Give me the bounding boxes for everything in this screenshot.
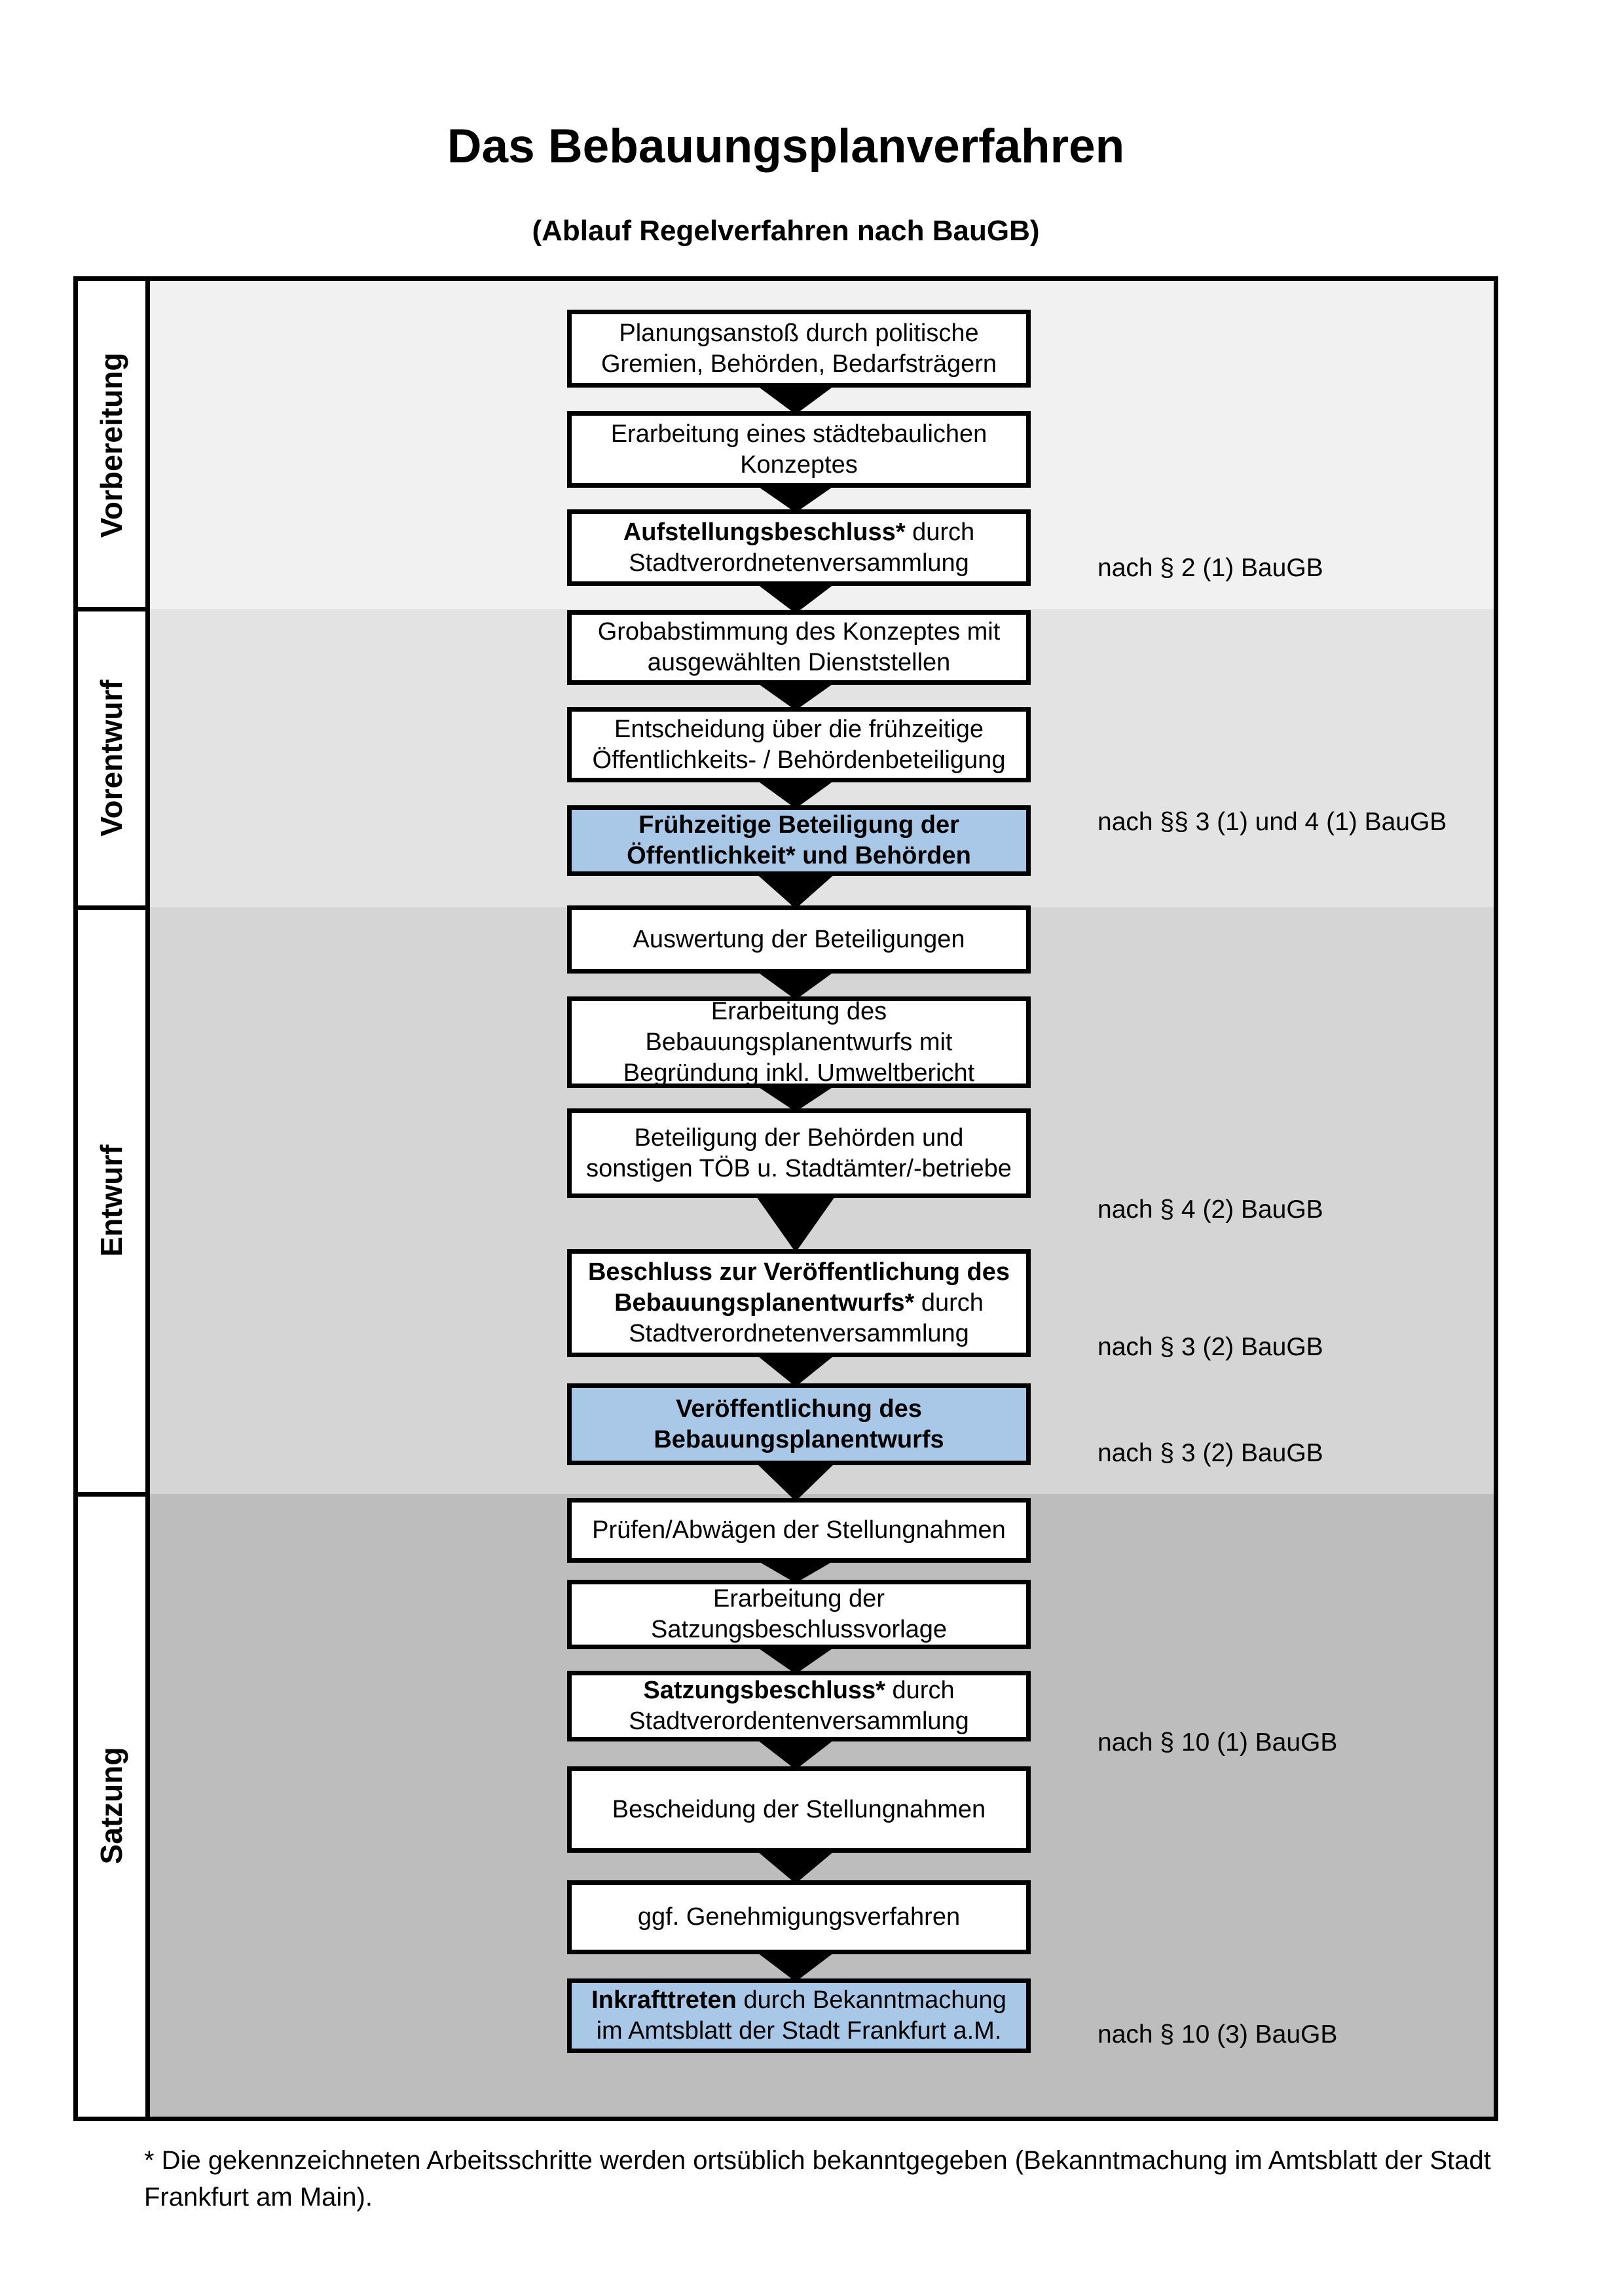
- flow-box-line: Aufstellungsbeschluss* durch: [623, 518, 975, 546]
- flow-box-line: Erarbeitung der: [713, 1585, 885, 1613]
- flow-arrow-down: [755, 1951, 836, 1982]
- flow-arrow-down: [755, 1738, 836, 1770]
- footnote-line-2: Frankfurt am Main).: [144, 2183, 373, 2212]
- flow-box-line: Bescheidung der Stellungnahmen: [612, 1795, 986, 1823]
- flow-arrow-down: [755, 970, 836, 1000]
- flow-box-line: Konzeptes: [740, 450, 858, 479]
- phase-label-entwurf: Entwurf: [94, 1144, 128, 1257]
- phase-divider-satzung: [75, 1492, 150, 1497]
- flow-box-line: Inkrafttreten durch Bekanntmachung: [591, 1986, 1006, 2014]
- flow-box-genehmigungsverfahren: ggf. Genehmigungsverfahren: [567, 1880, 1031, 1954]
- flow-box-line: Entscheidung über die frühzeitige: [614, 715, 984, 743]
- flow-box-auswertung-beteiligungen: Auswertung der Beteiligungen: [567, 905, 1031, 974]
- phase-divider-vorentwurf: [75, 607, 150, 611]
- phase-label-satzung: Satzung: [94, 1747, 128, 1864]
- flow-arrow-down: [755, 682, 836, 710]
- flow-box-line: Öffentlichkeits- / Behördenbeteiligung: [592, 746, 1006, 774]
- flow-box-line: Beschluss zur Veröffentlichung des: [587, 1258, 1010, 1286]
- flow-box-line: Erarbeitung eines städtebaulichen: [610, 420, 987, 448]
- flow-box-line: Stadtverordentenversammlung: [629, 1707, 969, 1735]
- flow-arrow-down: [755, 1462, 836, 1501]
- flow-box-bescheidung-stellungnahmen: Bescheidung der Stellungnahmen: [567, 1766, 1031, 1853]
- flow-box-line: Satzungsbeschluss* durch: [643, 1677, 955, 1704]
- flow-arrow-down: [755, 1559, 836, 1583]
- flow-box-line: Erarbeitung des: [710, 997, 887, 1025]
- flow-box-line: Begründung inkl. Umweltbericht: [623, 1059, 975, 1087]
- flow-box-line: Frühzeitige Beteiligung der: [638, 811, 959, 839]
- legal-reference: nach § 10 (3) BauGB: [1098, 2020, 1338, 2049]
- flow-box-line: Veröffentlichung des: [676, 1394, 922, 1423]
- flow-box-line: Bebauungsplanentwurfs: [654, 1425, 944, 1453]
- flow-box-pruefen-abwaegen: Prüfen/Abwägen der Stellungnahmen: [567, 1498, 1031, 1563]
- phase-column-divider: [145, 281, 150, 2117]
- legal-reference: nach § 4 (2) BauGB: [1098, 1195, 1323, 1224]
- flow-box-line: Öffentlichkeit* und Behörden: [627, 842, 971, 869]
- flow-box-line: Planungsanstoß durch politische: [619, 319, 979, 347]
- flow-box-line: Prüfen/Abwägen der Stellungnahmen: [592, 1516, 1006, 1544]
- flow-box-inkrafttreten: Inkrafttreten durch Bekanntmachung im Amt…: [567, 1978, 1031, 2053]
- flow-box-line: im Amtsblatt der Stadt Frankfurt a.M.: [596, 2017, 1002, 2045]
- flow-arrow-down: [755, 1354, 836, 1387]
- footnote: * Die gekennzeichneten Arbeitsschritte w…: [144, 2142, 1532, 2215]
- flow-box-line: Beteiligung der Behörden und: [634, 1123, 964, 1152]
- phase-label-vorentwurf: Vorentwurf: [94, 680, 128, 837]
- page-subtitle: (Ablauf Regelverfahren nach BauGB): [532, 215, 1040, 247]
- flow-box-line: Gremien, Behörden, Bedarfsträgern: [600, 350, 997, 378]
- phase-divider-entwurf: [75, 905, 150, 910]
- flow-arrow-down: [755, 1850, 836, 1884]
- legal-reference: nach §§ 3 (1) und 4 (1) BauGB: [1098, 808, 1447, 836]
- flow-box-line: Grobabstimmung des Konzeptes mit: [597, 618, 1001, 646]
- flow-arrow-down: [755, 1195, 836, 1252]
- flow-box-line: Bebauungsplanentwurfs* durch: [614, 1289, 984, 1317]
- footnote-line-1: * Die gekennzeichneten Arbeitsschritte w…: [144, 2146, 1491, 2175]
- flow-box-line: ggf. Genehmigungsverfahren: [637, 1903, 961, 1931]
- flow-box-line: ausgewählten Dienststellen: [647, 649, 951, 676]
- legal-reference: nach § 3 (2) BauGB: [1098, 1333, 1323, 1361]
- flow-box-line: Auswertung der Beteiligungen: [633, 925, 965, 953]
- flow-box-line: Stadtverordnetenversammlung: [629, 1320, 969, 1347]
- flow-arrow-down: [755, 384, 836, 414]
- flow-arrow-down: [755, 1646, 836, 1674]
- flow-arrow-down: [755, 873, 836, 909]
- flow-box-line: Bebauungsplanentwurfs mit: [645, 1028, 953, 1056]
- page-title: Das Bebauungsplanverfahren: [447, 120, 1125, 173]
- flow-box-line: Stadtverordnetenversammlung: [629, 549, 969, 577]
- flow-box-line: Satzungsbeschlussvorlage: [650, 1616, 948, 1643]
- legal-reference: nach § 2 (1) BauGB: [1098, 554, 1323, 582]
- legal-reference: nach § 3 (2) BauGB: [1098, 1439, 1323, 1467]
- phase-label-vorbereitung: Vorbereitung: [94, 352, 128, 538]
- flow-arrow-down: [755, 779, 836, 809]
- legal-reference: nach § 10 (1) BauGB: [1098, 1728, 1338, 1757]
- flow-box-line: sonstigen TÖB u. Stadtämter/-betriebe: [586, 1154, 1012, 1182]
- flow-arrow-down: [755, 484, 836, 513]
- flow-arrow-down: [755, 583, 836, 613]
- flow-box-grobabstimmung: Grobabstimmung des Konzeptes mit ausgewäh…: [567, 610, 1031, 685]
- phase-label-column: [78, 281, 145, 2117]
- flow-arrow-down: [755, 1085, 836, 1112]
